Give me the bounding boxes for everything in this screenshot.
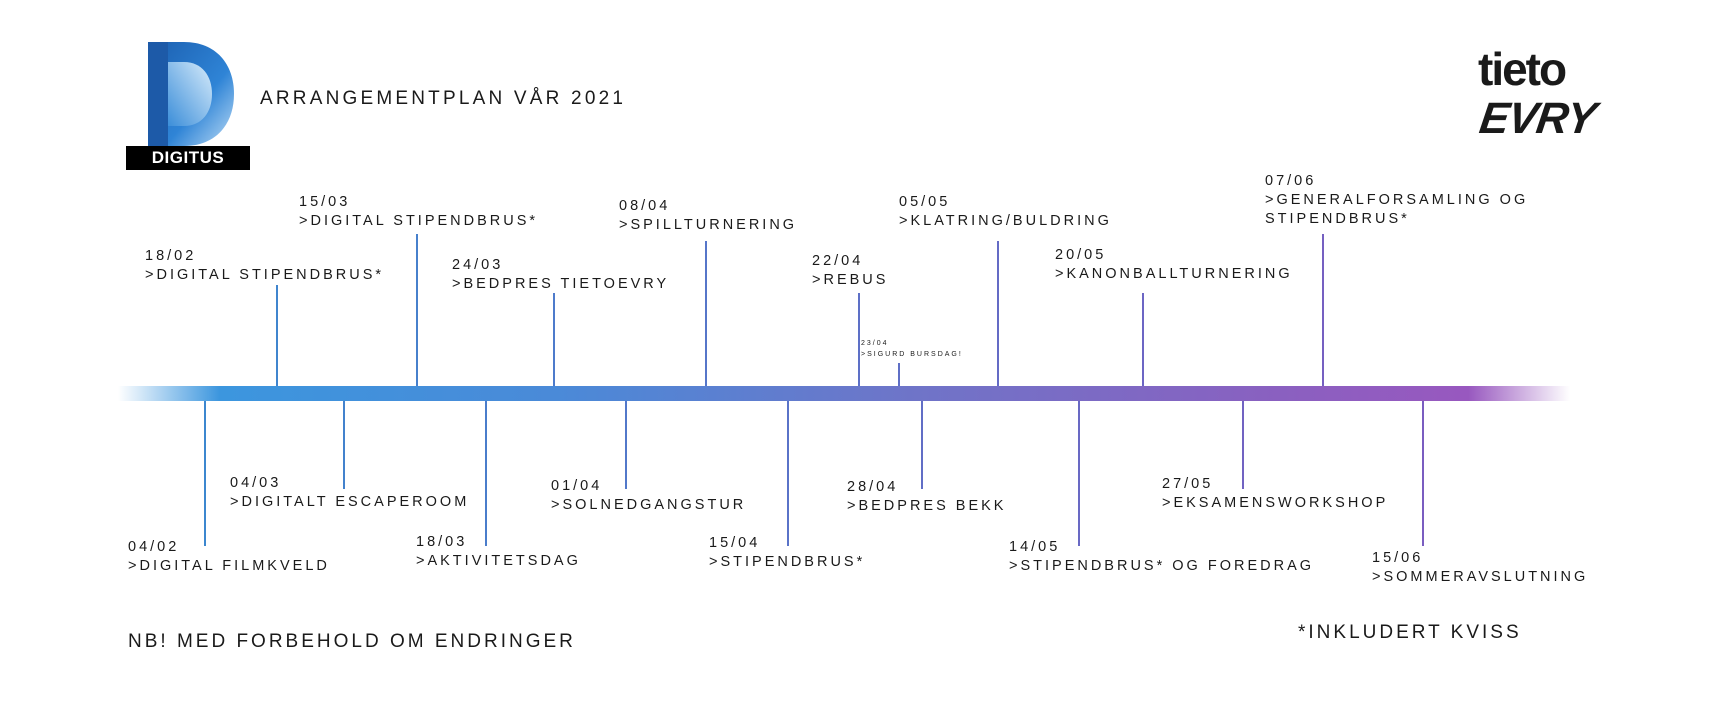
digitus-logo-text: DIGITUS — [126, 146, 250, 170]
event-date: 14/05 — [1009, 539, 1061, 555]
event-04-03: 04/03 >DIGITALT ESCAPEROOM — [230, 474, 469, 512]
event-label: >SOLNEDGANGSTUR — [551, 497, 747, 513]
event-label: >STIPENDBRUS* OG FOREDRAG — [1009, 558, 1315, 574]
event-label: >SIGURD BURSDAG! — [861, 351, 963, 358]
tick-below-14-05 — [1078, 401, 1080, 546]
event-date: 01/04 — [551, 478, 603, 494]
event-05-05: 05/05 >KLATRING/BULDRING — [899, 193, 1112, 231]
event-18-02: 18/02 >DIGITAL STIPENDBRUS* — [145, 247, 384, 285]
event-label-line2: STIPENDBRUS* — [1265, 211, 1410, 227]
tick-above-23-04 — [898, 363, 900, 386]
tick-above-08-04 — [705, 241, 707, 386]
tick-below-15-06 — [1422, 401, 1424, 546]
tick-below-01-04 — [625, 401, 627, 489]
event-22-04: 22/04 >REBUS — [812, 252, 888, 290]
event-date: 18/03 — [416, 534, 468, 550]
event-15-03: 15/03 >DIGITAL STIPENDBRUS* — [299, 193, 538, 231]
event-date: 05/05 — [899, 194, 951, 210]
event-date: 24/03 — [452, 257, 504, 273]
event-label: >STIPENDBRUS* — [709, 554, 866, 570]
quiz-footnote: *INKLUDERT KVISS — [1298, 622, 1522, 643]
event-23-04: 23/04 >SIGURD BURSDAG! — [861, 338, 963, 360]
event-date: 07/06 — [1265, 173, 1317, 189]
tietoevry-logo: tieto EVRY — [1470, 44, 1600, 164]
tick-above-18-02 — [276, 285, 278, 386]
event-label: >DIGITAL STIPENDBRUS* — [145, 267, 385, 283]
event-date: 04/03 — [230, 475, 282, 491]
event-date: 28/04 — [847, 479, 899, 495]
event-label: >AKTIVITETSDAG — [416, 553, 581, 569]
tick-above-15-03 — [416, 234, 418, 386]
event-14-05: 14/05 >STIPENDBRUS* OG FOREDRAG — [1009, 538, 1314, 576]
event-04-02: 04/02 >DIGITAL FILMKVELD — [128, 538, 330, 576]
tietoevry-logo-line2: EVRY — [1476, 94, 1599, 143]
event-date: 04/02 — [128, 539, 180, 555]
tick-above-22-04 — [858, 293, 860, 386]
event-label: >DIGITAL FILMKVELD — [128, 558, 330, 574]
event-date: 18/02 — [145, 248, 197, 264]
tick-above-07-06 — [1322, 234, 1324, 386]
tick-above-20-05 — [1142, 293, 1144, 386]
disclaimer-note: NB! MED FORBEHOLD OM ENDRINGER — [128, 631, 576, 652]
event-date: 15/03 — [299, 194, 351, 210]
event-15-06: 15/06 >SOMMERAVSLUTNING — [1372, 549, 1588, 587]
event-18-03: 18/03 >AKTIVITETSDAG — [416, 533, 581, 571]
event-date: 22/04 — [812, 253, 864, 269]
event-28-04: 28/04 >BEDPRES BEKK — [847, 478, 1006, 516]
event-label: >EKSAMENSWORKSHOP — [1162, 495, 1389, 511]
event-20-05: 20/05 >KANONBALLTURNERING — [1055, 246, 1293, 284]
page-title: ARRANGEMENTPLAN VÅR 2021 — [260, 88, 627, 109]
event-label: >SPILLTURNERING — [619, 217, 798, 233]
event-label: >BEDPRES BEKK — [847, 498, 1007, 514]
event-date: 08/04 — [619, 198, 671, 214]
digitus-d-icon — [148, 42, 234, 146]
event-date: 15/06 — [1372, 550, 1424, 566]
event-label: >BEDPRES TIETOEVRY — [452, 276, 670, 292]
tick-below-04-03 — [343, 401, 345, 489]
timeline-bar — [118, 386, 1570, 401]
tick-below-04-02 — [204, 401, 206, 546]
event-label: >KLATRING/BULDRING — [899, 213, 1112, 229]
event-date: 15/04 — [709, 535, 761, 551]
tick-below-15-04 — [787, 401, 789, 546]
event-15-04: 15/04 >STIPENDBRUS* — [709, 534, 865, 572]
event-07-06: 07/06 >GENERALFORSAMLING OG STIPENDBRUS* — [1265, 172, 1528, 229]
tick-above-05-05 — [997, 241, 999, 386]
tietoevry-logo-line1: tieto — [1478, 43, 1567, 95]
tick-below-28-04 — [921, 401, 923, 489]
event-24-03: 24/03 >BEDPRES TIETOEVRY — [452, 256, 669, 294]
event-date: 23/04 — [861, 340, 889, 347]
event-01-04: 01/04 >SOLNEDGANGSTUR — [551, 477, 746, 515]
event-label: >SOMMERAVSLUTNING — [1372, 569, 1589, 585]
tick-above-24-03 — [553, 293, 555, 386]
event-label: >REBUS — [812, 272, 889, 288]
event-date: 27/05 — [1162, 476, 1214, 492]
digitus-logo: DIGITUS — [126, 42, 250, 170]
event-27-05: 27/05 >EKSAMENSWORKSHOP — [1162, 475, 1388, 513]
event-08-04: 08/04 >SPILLTURNERING — [619, 197, 797, 235]
event-label: >DIGITALT ESCAPEROOM — [230, 494, 470, 510]
event-date: 20/05 — [1055, 247, 1107, 263]
event-label-line1: >GENERALFORSAMLING OG — [1265, 192, 1529, 208]
tick-below-18-03 — [485, 401, 487, 546]
tick-below-27-05 — [1242, 401, 1244, 489]
event-label: >DIGITAL STIPENDBRUS* — [299, 213, 539, 229]
event-label: >KANONBALLTURNERING — [1055, 266, 1293, 282]
